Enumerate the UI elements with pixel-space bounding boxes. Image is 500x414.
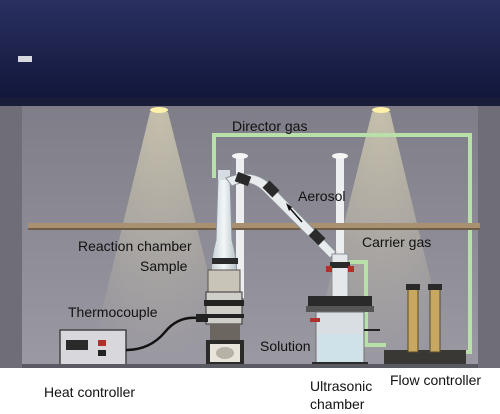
ultrasonic-column — [331, 253, 349, 299]
stand-rod-right-cap — [332, 153, 348, 159]
lab-jack-knob — [216, 347, 234, 359]
ultrasonic-cap-2 — [306, 306, 374, 312]
heat-controller-button-black — [98, 350, 106, 356]
label-ultrasonic-line2: chamber — [310, 396, 365, 412]
sample-holder — [207, 269, 241, 293]
ceiling-light-left — [150, 107, 168, 113]
label-solution: Solution — [260, 338, 311, 354]
hood-base — [0, 368, 500, 414]
aerosol-tube-band-3 — [308, 228, 326, 246]
heat-controller-display — [66, 340, 88, 350]
hood-frame-bar — [0, 98, 500, 106]
furnace-body — [205, 291, 243, 325]
ultrasonic-column-band-red — [326, 266, 332, 272]
label-heat-controller: Heat controller — [44, 384, 136, 400]
aerosol-tube-band-1 — [234, 171, 252, 187]
ultrasonic-column-band — [330, 262, 350, 268]
flow-controller-base — [384, 350, 466, 366]
stand-rod-right — [336, 158, 344, 268]
reaction-chamber-clamp — [212, 258, 238, 264]
ultrasonic-cap — [308, 296, 372, 306]
thermocouple-cable — [125, 316, 199, 352]
heat-controller-button-red — [98, 340, 106, 346]
label-flow-controller: Flow controller — [390, 372, 482, 388]
label-director-gas: Director gas — [232, 118, 308, 134]
aerosol-tube-band-2 — [262, 180, 280, 198]
label-ultrasonic-line1: Ultrasonic — [310, 378, 373, 394]
left-wall-edge — [0, 106, 22, 368]
furnace-support — [210, 324, 240, 340]
solution — [318, 334, 362, 362]
label-sample: Sample — [140, 258, 188, 274]
furnace-band — [204, 300, 244, 306]
reaction-chamber-neck — [218, 170, 230, 180]
flow-meter-right — [429, 287, 441, 353]
shelf-rail-shadow — [28, 228, 480, 230]
hood-indicator — [18, 56, 32, 62]
label-thermocouple: Thermocouple — [68, 304, 158, 320]
shelf-rail — [28, 223, 480, 228]
ultrasonic-column-band-red-2 — [348, 266, 354, 272]
flow-meter-right-cap — [428, 284, 442, 290]
label-carrier-gas: Carrier gas — [362, 234, 432, 250]
flow-meter-left-cap — [406, 284, 420, 290]
label-reaction-chamber: Reaction chamber — [78, 238, 192, 254]
stand-rod-left-cap — [232, 153, 248, 159]
hood-top-panel — [0, 0, 500, 100]
ceiling-light-right — [372, 107, 390, 113]
furnace-band-2 — [204, 314, 244, 318]
aerosol-arrow-head — [286, 203, 292, 211]
label-aerosol: Aerosol — [298, 188, 346, 204]
director-gas-line — [212, 133, 472, 354]
thermocouple-probe — [196, 314, 208, 322]
flow-meter-left — [407, 287, 419, 353]
hood-floor — [22, 364, 478, 370]
right-wall-edge — [478, 106, 500, 368]
ultrasonic-inlet — [310, 318, 320, 322]
light-beam-left — [90, 112, 230, 360]
